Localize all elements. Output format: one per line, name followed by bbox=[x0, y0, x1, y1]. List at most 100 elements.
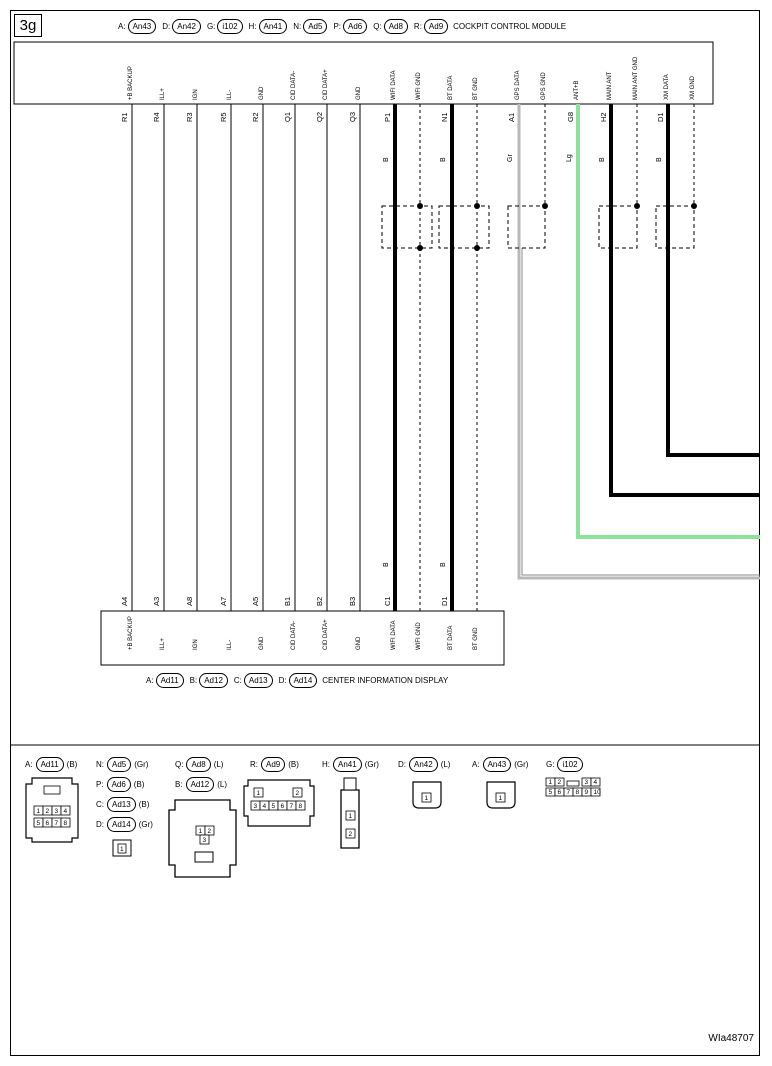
bottom-connector-ref-letter: D: bbox=[278, 675, 287, 685]
top-pin-name: IGN bbox=[193, 89, 199, 100]
top-connector-ref-code: Ad8 bbox=[383, 19, 408, 34]
legend-entry: B:Ad12(L) bbox=[175, 777, 227, 792]
legend-entry: Q:Ad8(L) bbox=[175, 757, 223, 772]
top-pin-name: GPS DATA bbox=[515, 70, 521, 100]
connector-pin-number: 8 bbox=[299, 803, 303, 810]
wire-main-ant bbox=[609, 104, 760, 497]
legend-code: i102 bbox=[557, 757, 583, 772]
connector-pin-number: 1 bbox=[425, 795, 429, 802]
bottom-pin-name: ILL+ bbox=[160, 638, 166, 650]
connector-pin-number: 5 bbox=[549, 789, 553, 796]
legend-color: (L) bbox=[440, 759, 451, 769]
top-pin-number: H2 bbox=[599, 112, 608, 122]
legend-letter: Q: bbox=[175, 759, 184, 769]
top-wire-color: B bbox=[599, 157, 606, 162]
bottom-pin-number: A3 bbox=[152, 596, 161, 606]
bottom-pin-number: B1 bbox=[283, 596, 292, 606]
bottom-connector-ref-letter: A: bbox=[146, 675, 154, 685]
splice-dot bbox=[691, 203, 697, 209]
connector-pin-number: 6 bbox=[281, 803, 285, 810]
legend-letter: A: bbox=[472, 759, 480, 769]
connector-pin-cell bbox=[199, 834, 210, 845]
top-connector-ref-letter: G: bbox=[206, 21, 216, 31]
top-pin-name: GPS GND bbox=[541, 72, 547, 100]
top-wire-color: B bbox=[656, 157, 663, 162]
top-connector-ref-letter: P: bbox=[333, 21, 341, 31]
splice-dot bbox=[417, 203, 423, 209]
top-pin-name: GND bbox=[356, 86, 362, 100]
connector-pin-number: 10 bbox=[594, 789, 602, 796]
legend-code: Ad6 bbox=[106, 777, 131, 792]
legend-letter: A: bbox=[25, 759, 33, 769]
connector-pin-number: 1 bbox=[549, 779, 553, 786]
legend-color: (Gr) bbox=[364, 759, 379, 769]
connector-pin-cell bbox=[117, 843, 127, 854]
connector-pin-number: 1 bbox=[120, 846, 124, 853]
top-connector-ref-letter: R: bbox=[413, 21, 422, 31]
connector-pin-number: 1 bbox=[199, 828, 203, 835]
legend-code: An41 bbox=[333, 757, 362, 772]
legend-color: (B) bbox=[288, 759, 299, 769]
legend-letter: R: bbox=[250, 759, 258, 769]
splice-dot bbox=[474, 245, 480, 251]
legend-letter: C: bbox=[96, 799, 104, 809]
connector-pin-number: 7 bbox=[290, 803, 294, 810]
top-wire-color: B bbox=[383, 157, 390, 162]
legend-letter: D: bbox=[96, 819, 104, 829]
bottom-pin-name: GND bbox=[356, 636, 362, 650]
top-pin-name: MAIN ANT bbox=[607, 71, 613, 100]
legend-code: Ad14 bbox=[107, 817, 136, 832]
top-connector-ref-letter: Q: bbox=[373, 21, 382, 31]
connector-pin-cell bbox=[495, 792, 506, 803]
top-pin-name: XM GND bbox=[690, 76, 696, 100]
legend-code: Ad8 bbox=[186, 757, 211, 772]
diagram-frame bbox=[10, 10, 760, 1056]
legend-entry: D:An42(L) bbox=[398, 757, 450, 772]
top-connector-label: COCKPIT CONTROL MODULE bbox=[453, 21, 567, 31]
bottom-pin-number: A7 bbox=[219, 596, 228, 606]
bottom-pin-number: D1 bbox=[440, 596, 449, 606]
connector-pin-number: 1 bbox=[499, 795, 503, 802]
legend-color: (Gr) bbox=[134, 759, 149, 769]
top-pin-number: Q3 bbox=[348, 111, 357, 122]
legend-color: (Gr) bbox=[138, 819, 153, 829]
legend-code: Ad5 bbox=[107, 757, 132, 772]
top-pin-number: P1 bbox=[383, 112, 392, 122]
connector-pin-number: 6 bbox=[558, 789, 562, 796]
connector-pin-number: 4 bbox=[594, 779, 598, 786]
top-pin-number: N1 bbox=[440, 112, 449, 122]
splice-dot bbox=[417, 245, 423, 251]
top-connector-ref-code: An41 bbox=[258, 19, 288, 34]
top-connector-ref-code: An43 bbox=[127, 19, 157, 34]
top-pin-number: R1 bbox=[120, 112, 129, 122]
bottom-pin-number: A5 bbox=[251, 596, 260, 606]
top-wire-color: Gr bbox=[507, 154, 514, 162]
shield-bt bbox=[438, 205, 490, 249]
bottom-connector-ref-code: Ad13 bbox=[243, 673, 273, 688]
top-connector-ref-letter: D: bbox=[162, 21, 171, 31]
top-pin-name: +B BACKUP bbox=[128, 66, 134, 100]
top-pin-name: BT GND bbox=[473, 77, 479, 100]
connector-pin-number: 9 bbox=[585, 789, 589, 796]
top-pin-name: WIFI GND bbox=[416, 72, 422, 100]
connector-pin-cell bbox=[204, 825, 215, 836]
connector-pin-number: 2 bbox=[558, 779, 562, 786]
legend-code: Ad12 bbox=[185, 777, 215, 792]
splice-dot bbox=[474, 203, 480, 209]
connector-pin-number: 6 bbox=[46, 820, 50, 827]
legend-color: (L) bbox=[213, 759, 224, 769]
connector-pin-number: 3 bbox=[203, 837, 207, 844]
bottom-pin-number: A8 bbox=[185, 596, 194, 606]
legend-code: Ad13 bbox=[107, 797, 136, 812]
top-connector-ref-code: Ad6 bbox=[343, 19, 368, 34]
top-pin-number: R2 bbox=[251, 112, 260, 122]
top-pin-name: XM DATA bbox=[664, 74, 670, 100]
legend-letter: G: bbox=[546, 759, 555, 769]
legend-code: An42 bbox=[409, 757, 438, 772]
legend-color: (B) bbox=[138, 799, 150, 809]
bottom-pin-name: CID DATA+ bbox=[323, 619, 329, 650]
bottom-wire-color: B bbox=[383, 562, 390, 567]
top-pin-name: BT DATA bbox=[448, 75, 454, 100]
wire-gps-data-edge bbox=[521, 248, 760, 576]
